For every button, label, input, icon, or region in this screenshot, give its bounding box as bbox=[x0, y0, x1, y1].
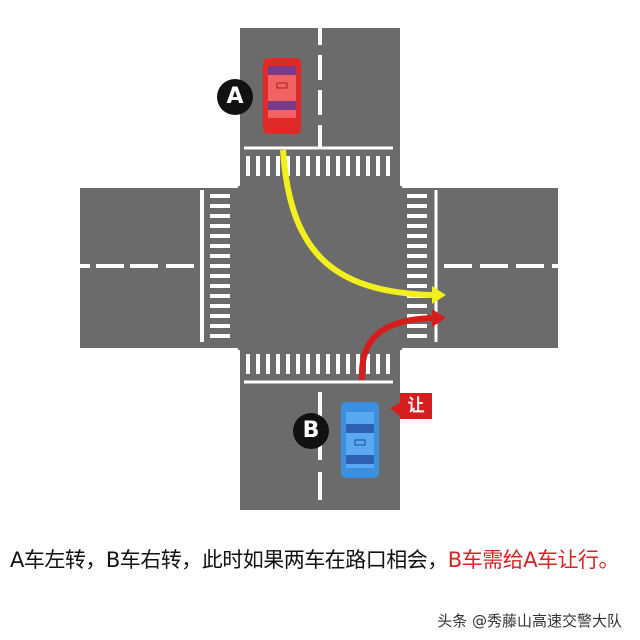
car-a-label-badge: A bbox=[217, 79, 253, 115]
yield-label: 让 bbox=[390, 393, 432, 419]
path-b-right-turn bbox=[358, 315, 433, 381]
path-a-left-turn bbox=[280, 149, 433, 298]
caption: A车左转，B车右转，此时如果两车在路口相会，B车需给A车让行。 bbox=[10, 544, 620, 574]
caption-emphasis: B车需给A车让行。 bbox=[447, 548, 620, 572]
car-b bbox=[341, 402, 379, 478]
car-b-label-badge: B bbox=[293, 413, 329, 449]
caption-main: A车左转，B车右转，此时如果两车在路口相会， bbox=[10, 548, 448, 572]
intersection bbox=[238, 186, 402, 350]
watermark: 头条 @秀藤山高速交警大队 bbox=[437, 612, 622, 630]
car-a bbox=[263, 58, 301, 134]
